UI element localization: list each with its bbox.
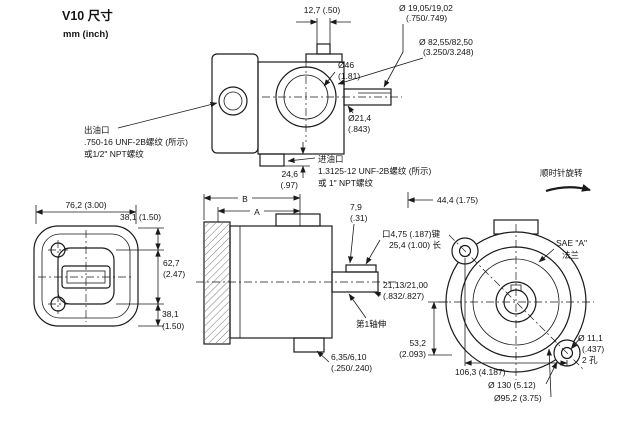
inlet-port-label-1: 进油口 — [318, 154, 344, 164]
dim-bolt-width: 76,2 (3.00) — [65, 200, 106, 210]
rear-bolt-hole-top-left — [458, 244, 472, 258]
dim-bottom-offset-in: (1.50) — [162, 321, 184, 331]
outlet-port-boss — [218, 86, 248, 116]
dim-bore-dia-mm: Ø46 — [338, 60, 354, 70]
shaft-extension-label: 第1轴伸 — [356, 319, 386, 329]
dim-inlet-depth-in: (.97) — [281, 180, 299, 190]
units-note: mm (inch) — [63, 29, 108, 40]
dim-seal-dia-mm: Ø21,4 — [348, 113, 371, 123]
section-hatch — [205, 223, 229, 343]
sae-flange-label-2: 法兰 — [562, 250, 579, 260]
dim-bolt-spacing: 106,3 (4.187) — [455, 367, 506, 377]
dim-bottom-offset-mm: 38,1 — [162, 309, 179, 319]
dim-b-label: B — [242, 194, 248, 204]
front-view-centerlines — [38, 230, 134, 322]
dim-hole-count: 2 孔 — [582, 355, 598, 365]
shaft-key-outline — [345, 264, 377, 273]
dim-half-spacing-mm: 53,2 — [409, 338, 426, 348]
dim-section-shaft-dia-mm: 21,13/21,00 — [383, 280, 428, 290]
outlet-port-bore — [223, 91, 243, 111]
rear-bolt-hole-bottom-right — [560, 346, 574, 360]
dim-shaft-dia-in: (.750/.749) — [406, 13, 447, 23]
dim-bore-dia-in: (1.81) — [338, 71, 360, 81]
dim-pilot-dia-in: (3.250/3.248) — [423, 47, 474, 57]
outlet-port-label-1: 出油口 — [84, 125, 110, 135]
top-boss-base — [305, 53, 343, 63]
dim-seal-dia-in: (.843) — [348, 124, 370, 134]
dim-key-offset-in: (.31) — [350, 213, 368, 223]
dim-half-spacing-in: (2.093) — [399, 349, 426, 359]
inlet-port-boss — [259, 153, 285, 167]
top-view-dimension-lines — [117, 18, 433, 208]
inlet-port-label-2: 1.3125-12 UNF-2B螺纹 (所示) — [318, 166, 432, 176]
dim-inlet-depth-mm: 24,6 — [281, 169, 298, 179]
dim-step-mm: 6,35/6,10 — [331, 352, 367, 362]
front-flange-view: 76,2 (3.00) 38,1 (1.50) 62,7 (2.47) 38,1… — [33, 200, 185, 331]
dim-section-shaft-dia-in: (.832/.827) — [383, 291, 424, 301]
dim-mid-height-mm: 62,7 — [163, 258, 180, 268]
key-spec-line-1: 口4,75 (.187)键 — [382, 229, 441, 239]
rotation-note: 顺时针旋转 — [540, 168, 591, 193]
rotation-arrow-icon — [545, 184, 591, 193]
title-block: V10 尺寸 mm (inch) — [62, 8, 113, 40]
top-side-view: 12,7 (.50) Ø 19,05/19,02 (.750/.749) Ø 8… — [84, 3, 478, 208]
dim-shaft-length: 44,4 (1.75) — [437, 195, 478, 205]
outlet-port-label-3: 或1/2" NPT螺纹 — [84, 149, 144, 159]
dim-top-offset: 38,1 (1.50) — [120, 212, 161, 222]
page-title: V10 尺寸 — [62, 8, 113, 23]
rear-flange-view: SAE "A" 法兰 53,2 (2.093) 106,3 (4.187) Ø … — [399, 219, 604, 403]
rotation-label: 顺时针旋转 — [540, 168, 583, 178]
dim-a-label: A — [254, 207, 260, 217]
key-spec-line-2: 25,4 (1.00) 长 — [389, 240, 441, 250]
flange-outline — [33, 225, 139, 327]
sae-flange-label-1: SAE "A" — [556, 238, 587, 248]
dim-hole-dia-in: (.437) — [582, 344, 604, 354]
dim-bolt-circle: Ø95,2 (3.75) — [494, 393, 542, 403]
dim-shaft-dia-mm: Ø 19,05/19,02 — [399, 3, 453, 13]
dim-key-offset-mm: 7,9 — [350, 202, 362, 212]
bottom-port-boss — [293, 337, 325, 353]
front-view-dimension-lines — [35, 205, 164, 327]
dim-mid-height-in: (2.47) — [163, 269, 185, 279]
shaft-section-outline — [331, 271, 379, 293]
section-view-dimension-lines — [203, 194, 382, 363]
shaft-section-view: B A 7,9 (.31) 口4,75 (.187)键 25,4 (1.00) … — [196, 194, 441, 373]
dim-step-in: (.250/.240) — [331, 363, 372, 373]
top-port-boss — [275, 213, 321, 227]
top-boss-nipple — [316, 43, 331, 55]
rear-view-centerlines — [438, 224, 594, 380]
dim-hole-dia: Ø 11,1 — [578, 333, 603, 343]
dim-flange-od: Ø 130 (5.12) — [488, 380, 536, 390]
inlet-port-label-3: 或 1" NPT螺纹 — [318, 178, 373, 188]
rear-view-dimension-lines — [428, 248, 581, 398]
shaft-outline — [343, 88, 392, 106]
outlet-port-label-2: .750-16 UNF-2B螺纹 (所示) — [84, 137, 188, 147]
dim-boss-width: 12,7 (.50) — [304, 5, 341, 15]
dim-pilot-dia-mm: Ø 82,55/82,50 — [419, 37, 473, 47]
